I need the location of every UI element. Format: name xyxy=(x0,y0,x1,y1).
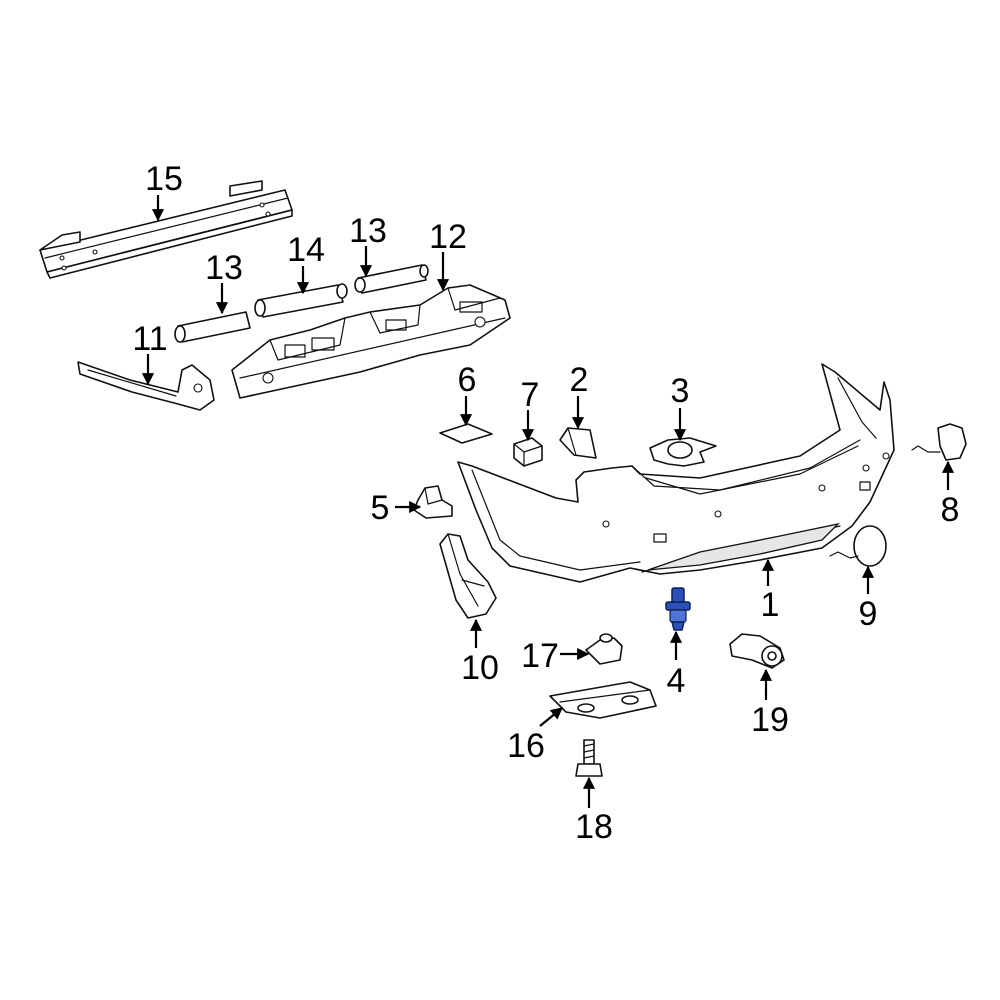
callout-14: 14 xyxy=(287,231,325,269)
callout-11: 11 xyxy=(132,320,167,358)
part-11-bracket xyxy=(77,361,215,411)
leader-16 xyxy=(539,707,563,727)
part-15-reinforcement-beam xyxy=(39,180,293,279)
callout-2: 2 xyxy=(570,361,589,399)
part-18-nut-plate xyxy=(585,633,623,665)
callout-7: 7 xyxy=(521,376,540,414)
callout-labels: 15 13 14 13 12 11 6 7 2 3 5 8 9 1 10 4 1… xyxy=(132,160,959,846)
part-12-energy-absorber xyxy=(231,284,511,399)
part-19-parking-sensor xyxy=(729,633,785,669)
callout-17: 18 xyxy=(575,808,613,846)
callout-12: 12 xyxy=(429,218,467,256)
part-8-cap xyxy=(911,423,967,461)
part-6-pad xyxy=(439,423,493,444)
part-1-bumper-cover xyxy=(457,363,895,583)
part-4-clip-highlighted xyxy=(665,587,691,631)
callout-6: 6 xyxy=(458,361,477,399)
part-14-stopper xyxy=(254,283,348,318)
callout-19: 19 xyxy=(751,701,789,739)
part-16-under-cover xyxy=(549,681,657,719)
callout-5: 5 xyxy=(371,489,390,527)
callout-8: 8 xyxy=(941,491,960,529)
callout-13a: 13 xyxy=(205,249,243,287)
part-13-stopper-left xyxy=(174,311,251,343)
callout-1: 1 xyxy=(761,586,780,624)
part-9-tow-hook-cover xyxy=(829,525,887,567)
part-10-side-bracket xyxy=(439,533,497,619)
part-7-block xyxy=(513,437,543,467)
part-3-retainer xyxy=(649,437,717,467)
callout-18: 17 xyxy=(521,637,559,675)
callout-10: 10 xyxy=(461,649,499,687)
callout-16: 16 xyxy=(507,727,545,765)
callout-3: 3 xyxy=(671,372,690,410)
leader-lines xyxy=(141,195,955,808)
callout-4: 4 xyxy=(667,662,686,700)
part-2-plate xyxy=(559,427,597,459)
callout-13b: 13 xyxy=(349,212,387,250)
callout-15: 15 xyxy=(145,160,183,198)
part-17-bolt xyxy=(575,739,603,777)
callout-9: 9 xyxy=(859,595,878,633)
part-13-stopper-right xyxy=(354,264,429,294)
part-5-retainer xyxy=(413,485,453,519)
